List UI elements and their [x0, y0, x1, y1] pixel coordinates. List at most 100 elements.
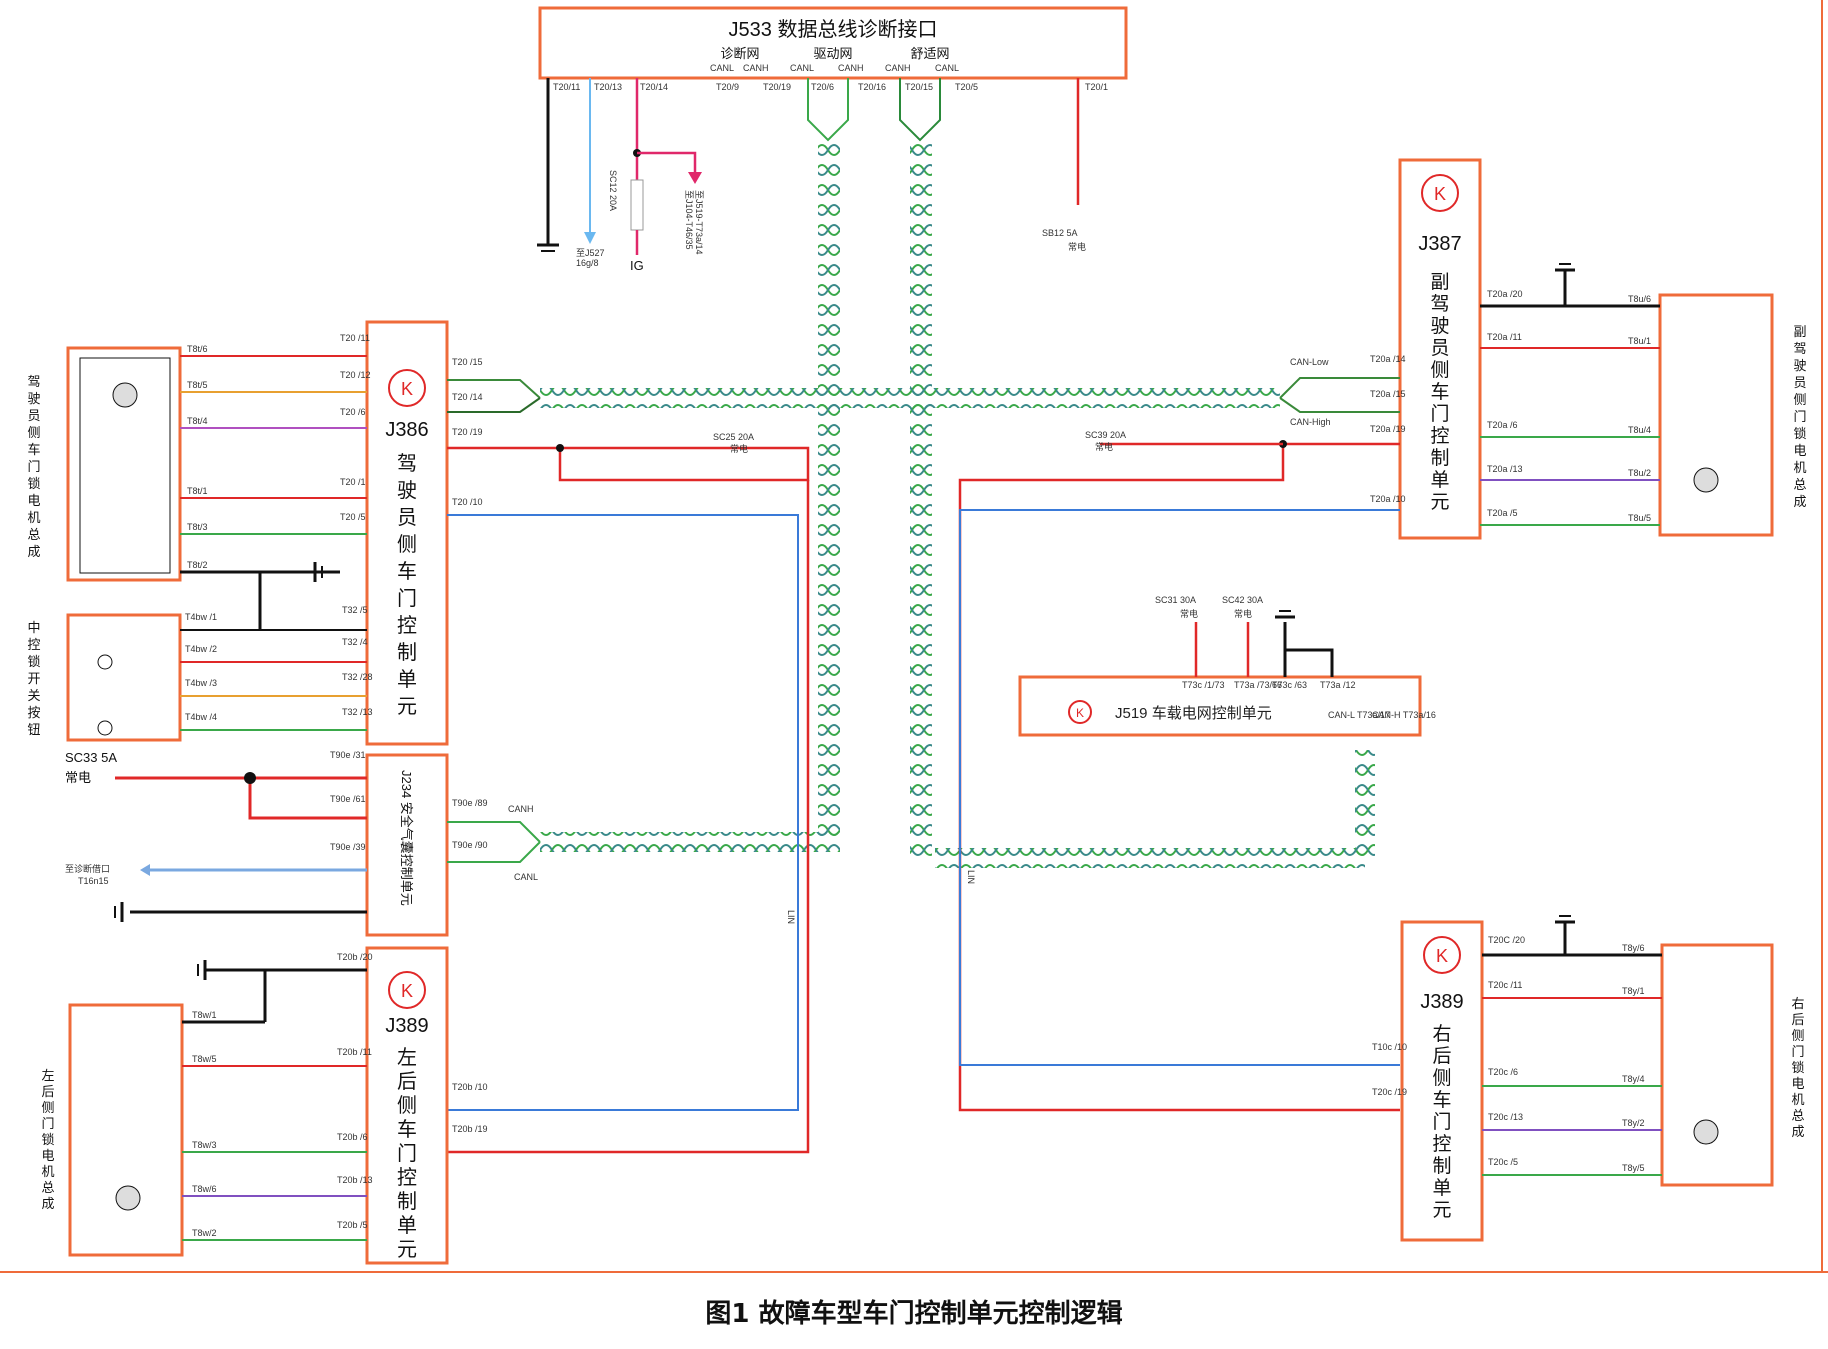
j519-pins: T73c /1/73 T73a /73/66 T73c /63 T73a /12…	[1182, 680, 1436, 720]
passenger-lock-name-char: 门	[1793, 410, 1806, 425]
j386-name-char: 制	[397, 640, 417, 664]
rear-left-lock-name-char: 总	[41, 1181, 54, 1196]
rear-left-lock-name-char: 左	[41, 1069, 54, 1084]
central-switch-name-char: 控	[27, 638, 40, 653]
dl-pin-4: T8t/3	[187, 522, 208, 532]
rl-pin-1: T8w/5	[192, 1054, 217, 1064]
passenger-lock-pins: T8u/6 T8u/1 T8u/4 T8u/2 T8u/5	[1628, 294, 1651, 523]
j387-name-char: 元	[1430, 491, 1449, 513]
j519-pin-3: T73a /12	[1320, 680, 1356, 690]
central-switch-name-char: 锁	[27, 654, 40, 670]
sc33-label: SC33 5A	[65, 750, 117, 765]
j389r-pin-l1: T20c /19	[1372, 1087, 1407, 1097]
cs-pin-1: T4bw /2	[185, 644, 217, 654]
rear-right-lock-pins: T8y/6 T8y/1 T8y/4 T8y/2 T8y/5	[1622, 943, 1645, 1173]
rl-pin-3: T8w/6	[192, 1184, 217, 1194]
rear-left-lock-box	[68, 1003, 184, 1257]
j533-pin-7: T20/15	[905, 82, 933, 92]
j386-name-char: 控	[397, 613, 417, 637]
ground-icon	[197, 960, 207, 980]
j386-can-wire-b	[447, 397, 541, 413]
j533-pin-9: T20/1	[1085, 82, 1108, 92]
rear-left-lock-wires	[182, 968, 367, 1241]
rr-pin-4: T8y/5	[1622, 1163, 1645, 1173]
j234-pin-l1: T90e /61	[330, 794, 366, 804]
rear-right-lock-name-char: 成	[1791, 1125, 1804, 1140]
j533-can-2: CANL	[790, 63, 814, 73]
rear-left-lock-name-char: 机	[41, 1165, 54, 1180]
j387-name-char: 侧	[1430, 359, 1449, 381]
j386-pin-r0: T20 /15	[452, 357, 483, 367]
j389-right-name-char: 控	[1432, 1133, 1451, 1155]
j386-name-char: 元	[397, 694, 417, 718]
j389r-pin-r0: T20C /20	[1488, 935, 1525, 945]
j533-can-3: CANH	[838, 63, 864, 73]
rear-right-lock-name-char: 总	[1791, 1109, 1804, 1124]
j389-right-name-char: 侧	[1432, 1067, 1451, 1089]
comfort-can-trunk	[899, 78, 941, 860]
rr-pin-1: T8y/1	[1622, 986, 1645, 996]
sc31-label: SC31 30A	[1155, 595, 1196, 605]
j533-fuse-label: SC12 20A	[608, 170, 618, 211]
rr-pin-0: T8y/6	[1622, 943, 1645, 953]
j533-pin-1: T20/13	[594, 82, 622, 92]
passenger-lock-name-char: 驶	[1793, 359, 1806, 374]
central-switch-pins: T4bw /1 T4bw /2 T4bw /3 T4bw /4	[185, 612, 217, 722]
k-logo-glyph: K	[1076, 706, 1084, 720]
driver-lock-name-char: 机	[27, 511, 40, 526]
j519-can-h: CAN-H T73a/16	[1372, 710, 1436, 720]
j387-pin-r1: T20a /11	[1487, 332, 1522, 342]
j389r-lin-label: LIN	[966, 870, 976, 884]
rear-right-lock-name-char: 机	[1791, 1093, 1804, 1108]
j386-name-char: 单	[397, 667, 417, 691]
passenger-lock-name-char: 成	[1793, 495, 1806, 510]
j387-code: J387	[1418, 233, 1461, 255]
arrow-left-icon	[140, 864, 150, 876]
j387-can-wires	[1279, 377, 1400, 413]
k-logo-icon	[1421, 174, 1459, 212]
motor-icon	[1693, 1119, 1719, 1145]
airbag-can-bus	[540, 832, 840, 852]
rear-left-lock-name-char: 锁	[41, 1132, 54, 1148]
j389-left-name-char: 制	[397, 1189, 417, 1213]
j389-left-name-char: 左	[397, 1045, 417, 1069]
j387-power-wire	[958, 442, 1400, 1112]
j533-pin-4: T20/19	[763, 82, 791, 92]
motor-icon	[115, 1185, 141, 1211]
j386-code: J386	[385, 419, 428, 441]
sc31-power-label: 常电	[1180, 608, 1198, 619]
j386-pin-l1: T20 /12	[340, 370, 371, 380]
j386-power-wire	[447, 446, 810, 482]
pl-pin-0: T8u/6	[1628, 294, 1651, 304]
rear-right-lock-wires	[1482, 922, 1662, 1176]
driver-lock-name-char: 门	[27, 460, 40, 475]
j234-name: J234 安全气囊控制单元	[399, 770, 414, 906]
central-switch-wires	[180, 629, 367, 731]
driver-lock-wires	[180, 355, 367, 574]
j533-can-4: CANH	[885, 63, 911, 73]
rear-left-lock-pins: T8w/1 T8w/5 T8w/3 T8w/6 T8w/2	[192, 1010, 217, 1238]
j533-to-j104: 至J104-T46/35	[684, 190, 694, 250]
rear-right-lock-name-char: 锁	[1791, 1060, 1804, 1076]
j519-name: J519 车载电网控制单元	[1115, 705, 1272, 722]
j386-name-char: 车	[397, 559, 417, 583]
sb12-label: SB12 5A	[1042, 228, 1078, 238]
j533-net-comfort: 舒适网	[910, 46, 949, 61]
rear-right-lock-box	[1660, 943, 1774, 1187]
j389-right-name-char: 制	[1432, 1155, 1451, 1177]
k-logo-glyph: K	[401, 379, 413, 399]
dl-pin-1: T8t/5	[187, 380, 208, 390]
j389-right-name-char: 元	[1432, 1199, 1451, 1221]
j387-pin-r3: T20a /13	[1487, 464, 1523, 474]
j386-name-char: 驾	[397, 451, 417, 475]
driver-lock-pins: T8t/6 T8t/5 T8t/4 T8t/1 T8t/3 T8t/2	[187, 344, 208, 570]
fuse-icon	[630, 179, 644, 231]
j386-name-char: 驶	[397, 478, 417, 502]
j389-right-code: J389	[1420, 991, 1463, 1013]
j234-box: J234 安全气囊控制单元	[365, 753, 449, 937]
ground-icon	[1555, 263, 1575, 272]
